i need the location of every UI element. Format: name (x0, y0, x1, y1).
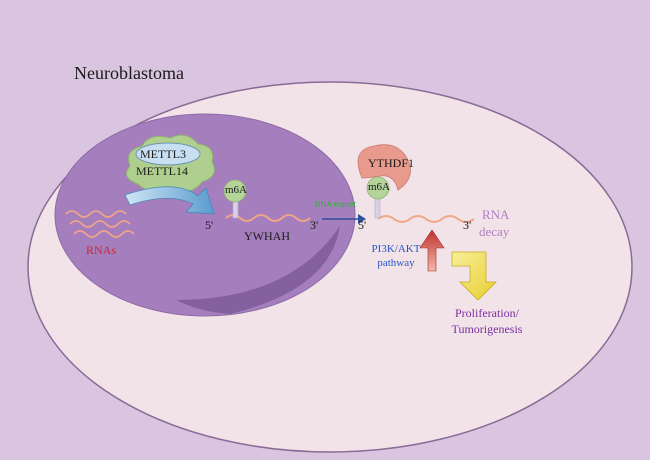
gene-label: YWHAH (244, 229, 290, 243)
m6a-label-cyto: m6A (368, 181, 390, 193)
diagram-title: Neuroblastoma (74, 63, 184, 83)
rnas-label: RNAs (86, 243, 117, 257)
three-prime-cyto: 3' (463, 218, 472, 232)
rnas-squiggles (65, 210, 135, 238)
outcome-label-line2: Tumorigenesis (451, 322, 523, 337)
three-prime-nuclear: 3' (310, 218, 319, 232)
nucleus (54, 113, 356, 317)
outcome-label: Proliferation/ Tumorigenesis (426, 305, 548, 337)
cyto-mrna (366, 176, 475, 223)
pathway-label: PI3K/AKT pathway (357, 243, 435, 271)
five-prime-nuclear: 5' (205, 218, 214, 232)
decay-label-line2: decay (479, 224, 510, 239)
decay-label-line1: RNA (482, 207, 510, 222)
export-label: RNA export (315, 200, 356, 209)
pathway-label-line2: pathway (377, 256, 415, 269)
writer-label-mettl3: METTL3 (140, 147, 186, 161)
nuclear-mrna (223, 179, 311, 222)
up-arrow (419, 229, 445, 272)
export-arrow (322, 214, 366, 224)
reader-protein (357, 144, 411, 191)
pathway-label-line1: PI3K/AKT (371, 243, 421, 255)
m6a-label-nuclear: m6A (225, 184, 247, 196)
yellow-arrow (451, 251, 497, 301)
five-prime-cyto: 5' (358, 218, 367, 232)
nucleus-shadow (176, 226, 340, 314)
methylation-arrow (124, 186, 215, 215)
writer-label-mettl14: METTL14 (136, 164, 188, 178)
reader-label: YTHDF1 (368, 156, 415, 170)
outcome-label-line1: Proliferation/ (455, 306, 519, 320)
